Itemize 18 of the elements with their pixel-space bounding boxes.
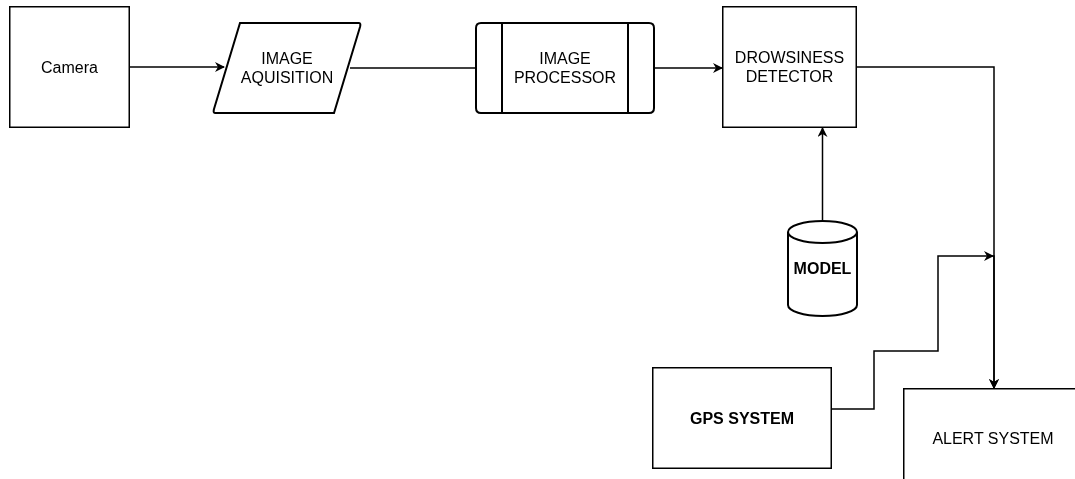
- input-parallelogram: [212, 22, 362, 114]
- arrow: [129, 62, 225, 72]
- arrow: [817, 127, 828, 221]
- arrow: [654, 63, 723, 73]
- process-box: [722, 6, 857, 128]
- node-label: DROWSINESS DETECTOR: [733, 48, 846, 86]
- subprocess-box: [475, 22, 655, 114]
- node-label: IMAGE PROCESSOR: [512, 49, 618, 87]
- node-label: Camera: [40, 57, 99, 77]
- process-box: [652, 367, 832, 469]
- node-label: ALERT SYSTEM: [931, 428, 1055, 448]
- process-box: [9, 6, 130, 128]
- process-box: [903, 388, 1075, 479]
- node-label: GPS SYSTEM: [689, 408, 795, 428]
- database-cylinder: [787, 220, 858, 317]
- node-label: MODEL: [792, 259, 853, 278]
- arrow: [831, 251, 999, 410]
- node-label: IMAGE AQUISITION: [239, 49, 335, 87]
